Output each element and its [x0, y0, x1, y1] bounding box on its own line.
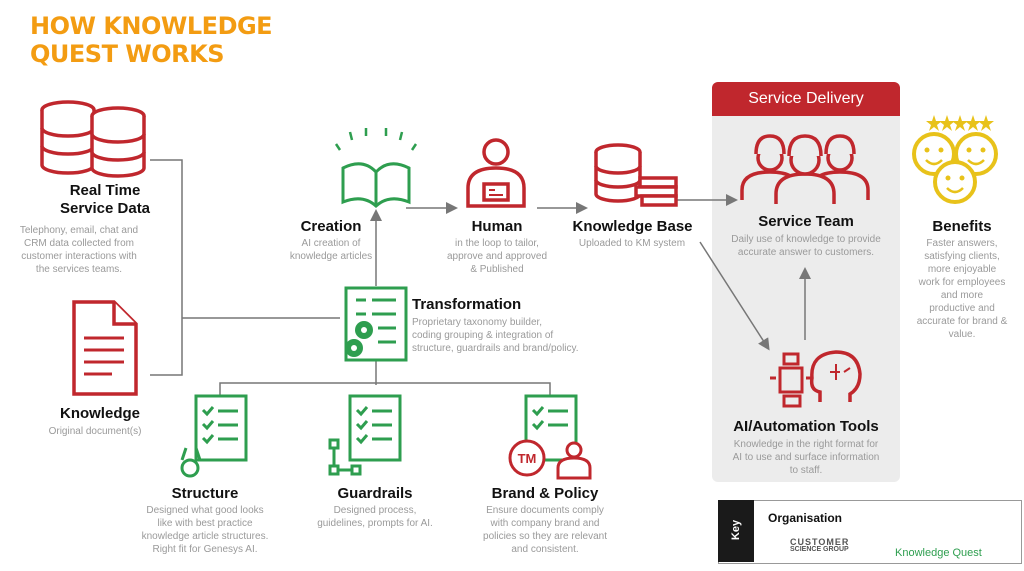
- guardrails-checklist-icon: [328, 394, 402, 476]
- desc-line: Faster answers,: [926, 238, 998, 249]
- node-realtime-label: Real Time Service Data: [30, 182, 180, 218]
- desc-line: & Published: [470, 264, 524, 275]
- desc-line: CRM data collected from: [23, 238, 135, 249]
- desc-line: Ensure documents comply: [486, 505, 604, 516]
- person-badge-icon: [466, 138, 526, 208]
- ai-head-icon: [809, 350, 862, 402]
- desc-line: Designed process,: [333, 505, 417, 516]
- desc-line: and consistent.: [511, 544, 579, 555]
- business-person-icon: [556, 441, 592, 480]
- key-legend: [718, 500, 1022, 564]
- desc-line: accurate for brand &: [916, 316, 1008, 327]
- node-realtime-desc: Telephony, email, chat and CRM data coll…: [4, 224, 154, 276]
- desc-line: policies so they are relevant: [483, 531, 607, 542]
- desc-line: and more: [940, 290, 984, 301]
- desc-line: accurate answer to customers.: [737, 247, 875, 258]
- desc-line: knowledge articles: [289, 251, 373, 262]
- node-knowledge-label: Knowledge: [59, 405, 140, 422]
- key-tab: Key: [718, 500, 754, 562]
- desc-line: the services teams.: [35, 264, 123, 275]
- smiley-faces-icon: [912, 132, 998, 204]
- desc-line: productive and: [929, 303, 995, 314]
- node-kb-label: Knowledge Base: [572, 218, 693, 235]
- desc-line: AI to use and surface information: [732, 452, 880, 463]
- robot-icon: [770, 352, 812, 408]
- desc-line: structure, guardrails and brand/policy.: [412, 343, 579, 354]
- service-delivery-header: Service Delivery: [712, 82, 900, 116]
- left-bracket-connector: [150, 159, 183, 376]
- desc-line: Knowledge in the right format for: [733, 439, 879, 450]
- title-line-2: QUEST WORKS: [30, 40, 225, 68]
- key-tab-label: Key: [730, 519, 742, 541]
- trademark-icon: [508, 439, 546, 477]
- node-ai-tools-label: AI/Automation Tools: [733, 418, 879, 435]
- open-book-icon: [334, 128, 418, 209]
- structure-checklist-icon: [180, 394, 248, 478]
- desc-line: like with best practice: [157, 518, 253, 529]
- knowledge-base-icon: [594, 143, 678, 207]
- realtime-label-line-2: Service Data: [59, 200, 151, 217]
- key-knowledge-quest-label: Knowledge Quest: [895, 547, 982, 559]
- desc-line: to staff.: [789, 465, 823, 476]
- node-benefits-label: Benefits: [932, 218, 992, 235]
- desc-line: approve and approved: [446, 251, 548, 262]
- rating-stars-icon: [926, 115, 994, 131]
- desc-line: customer interactions with: [21, 251, 137, 262]
- node-transformation-label: Transformation: [412, 296, 522, 313]
- node-structure-desc: Designed what good looks like with best …: [130, 504, 280, 556]
- node-structure-label: Structure: [171, 485, 239, 502]
- desc-line: guidelines, prompts for AI.: [317, 518, 433, 529]
- logo-line-1: CUSTOMER: [790, 537, 850, 547]
- desc-line: Right fit for Genesys AI.: [152, 544, 258, 555]
- desc-line: with company brand and: [490, 518, 600, 529]
- desc-line: in the loop to tailor,: [455, 238, 539, 249]
- node-brand-desc: Ensure documents comply with company bra…: [466, 504, 624, 556]
- desc-line: Designed what good looks: [146, 505, 264, 516]
- node-transformation-desc: Proprietary taxonomy builder, coding gro…: [412, 316, 622, 355]
- desc-line: more enjoyable: [927, 264, 997, 275]
- desc-line: coding grouping & integration of: [412, 330, 554, 341]
- arrow-to-ai-tools: [699, 241, 770, 351]
- title-line-1: HOW KNOWLEDGE: [30, 12, 273, 40]
- trademark-text: TM: [518, 451, 537, 466]
- desc-line: satisfying clients,: [924, 251, 1000, 262]
- realtime-label-line-1: Real Time: [69, 182, 141, 199]
- bottom-bracket-connector: [219, 382, 551, 395]
- page-title: HOW KNOWLEDGE QUEST WORKS: [30, 12, 273, 68]
- node-ai-tools-desc: Knowledge in the right format for AI to …: [712, 438, 900, 477]
- desc-line: Uploaded to KM system: [578, 238, 686, 249]
- node-creation-label: Creation: [300, 218, 362, 235]
- node-guardrails-desc: Designed process, guidelines, prompts fo…: [300, 504, 450, 530]
- desc-line: AI creation of: [301, 238, 361, 249]
- smiley-features: [924, 147, 986, 181]
- desc-line: Original document(s): [48, 426, 142, 437]
- logo-line-2: SCIENCE GROUP: [790, 546, 849, 553]
- desc-line: value.: [948, 329, 976, 340]
- desc-line: work for employees: [918, 277, 1006, 288]
- desc-line: Proprietary taxonomy builder,: [412, 317, 543, 328]
- desc-line: knowledge article structures.: [141, 531, 269, 542]
- desc-line: Daily use of knowledge to provide: [731, 234, 881, 245]
- database-icon: [40, 100, 146, 178]
- desc-line: Telephony, email, chat and: [19, 225, 139, 236]
- node-kb-desc: Uploaded to KM system: [562, 237, 702, 250]
- document-icon: [72, 300, 138, 396]
- connectors: [150, 159, 811, 395]
- node-brand-label: Brand & Policy: [491, 485, 599, 502]
- node-human-desc: in the loop to tailor, approve and appro…: [432, 237, 562, 276]
- node-guardrails-label: Guardrails: [337, 485, 413, 502]
- node-service-team-desc: Daily use of knowledge to provide accura…: [712, 233, 900, 259]
- node-service-team-label: Service Team: [758, 213, 854, 230]
- headset-team-icon: [740, 134, 870, 204]
- node-benefits-desc: Faster answers, satisfying clients, more…: [906, 237, 1018, 341]
- node-knowledge-desc: Original document(s): [20, 425, 170, 438]
- key-organisation-label: Organisation: [768, 511, 843, 525]
- node-creation-desc: AI creation of knowledge articles: [266, 237, 396, 263]
- node-human-label: Human: [471, 218, 523, 235]
- csg-logo-text: CUSTOMER SCIENCE GROUP: [790, 538, 849, 554]
